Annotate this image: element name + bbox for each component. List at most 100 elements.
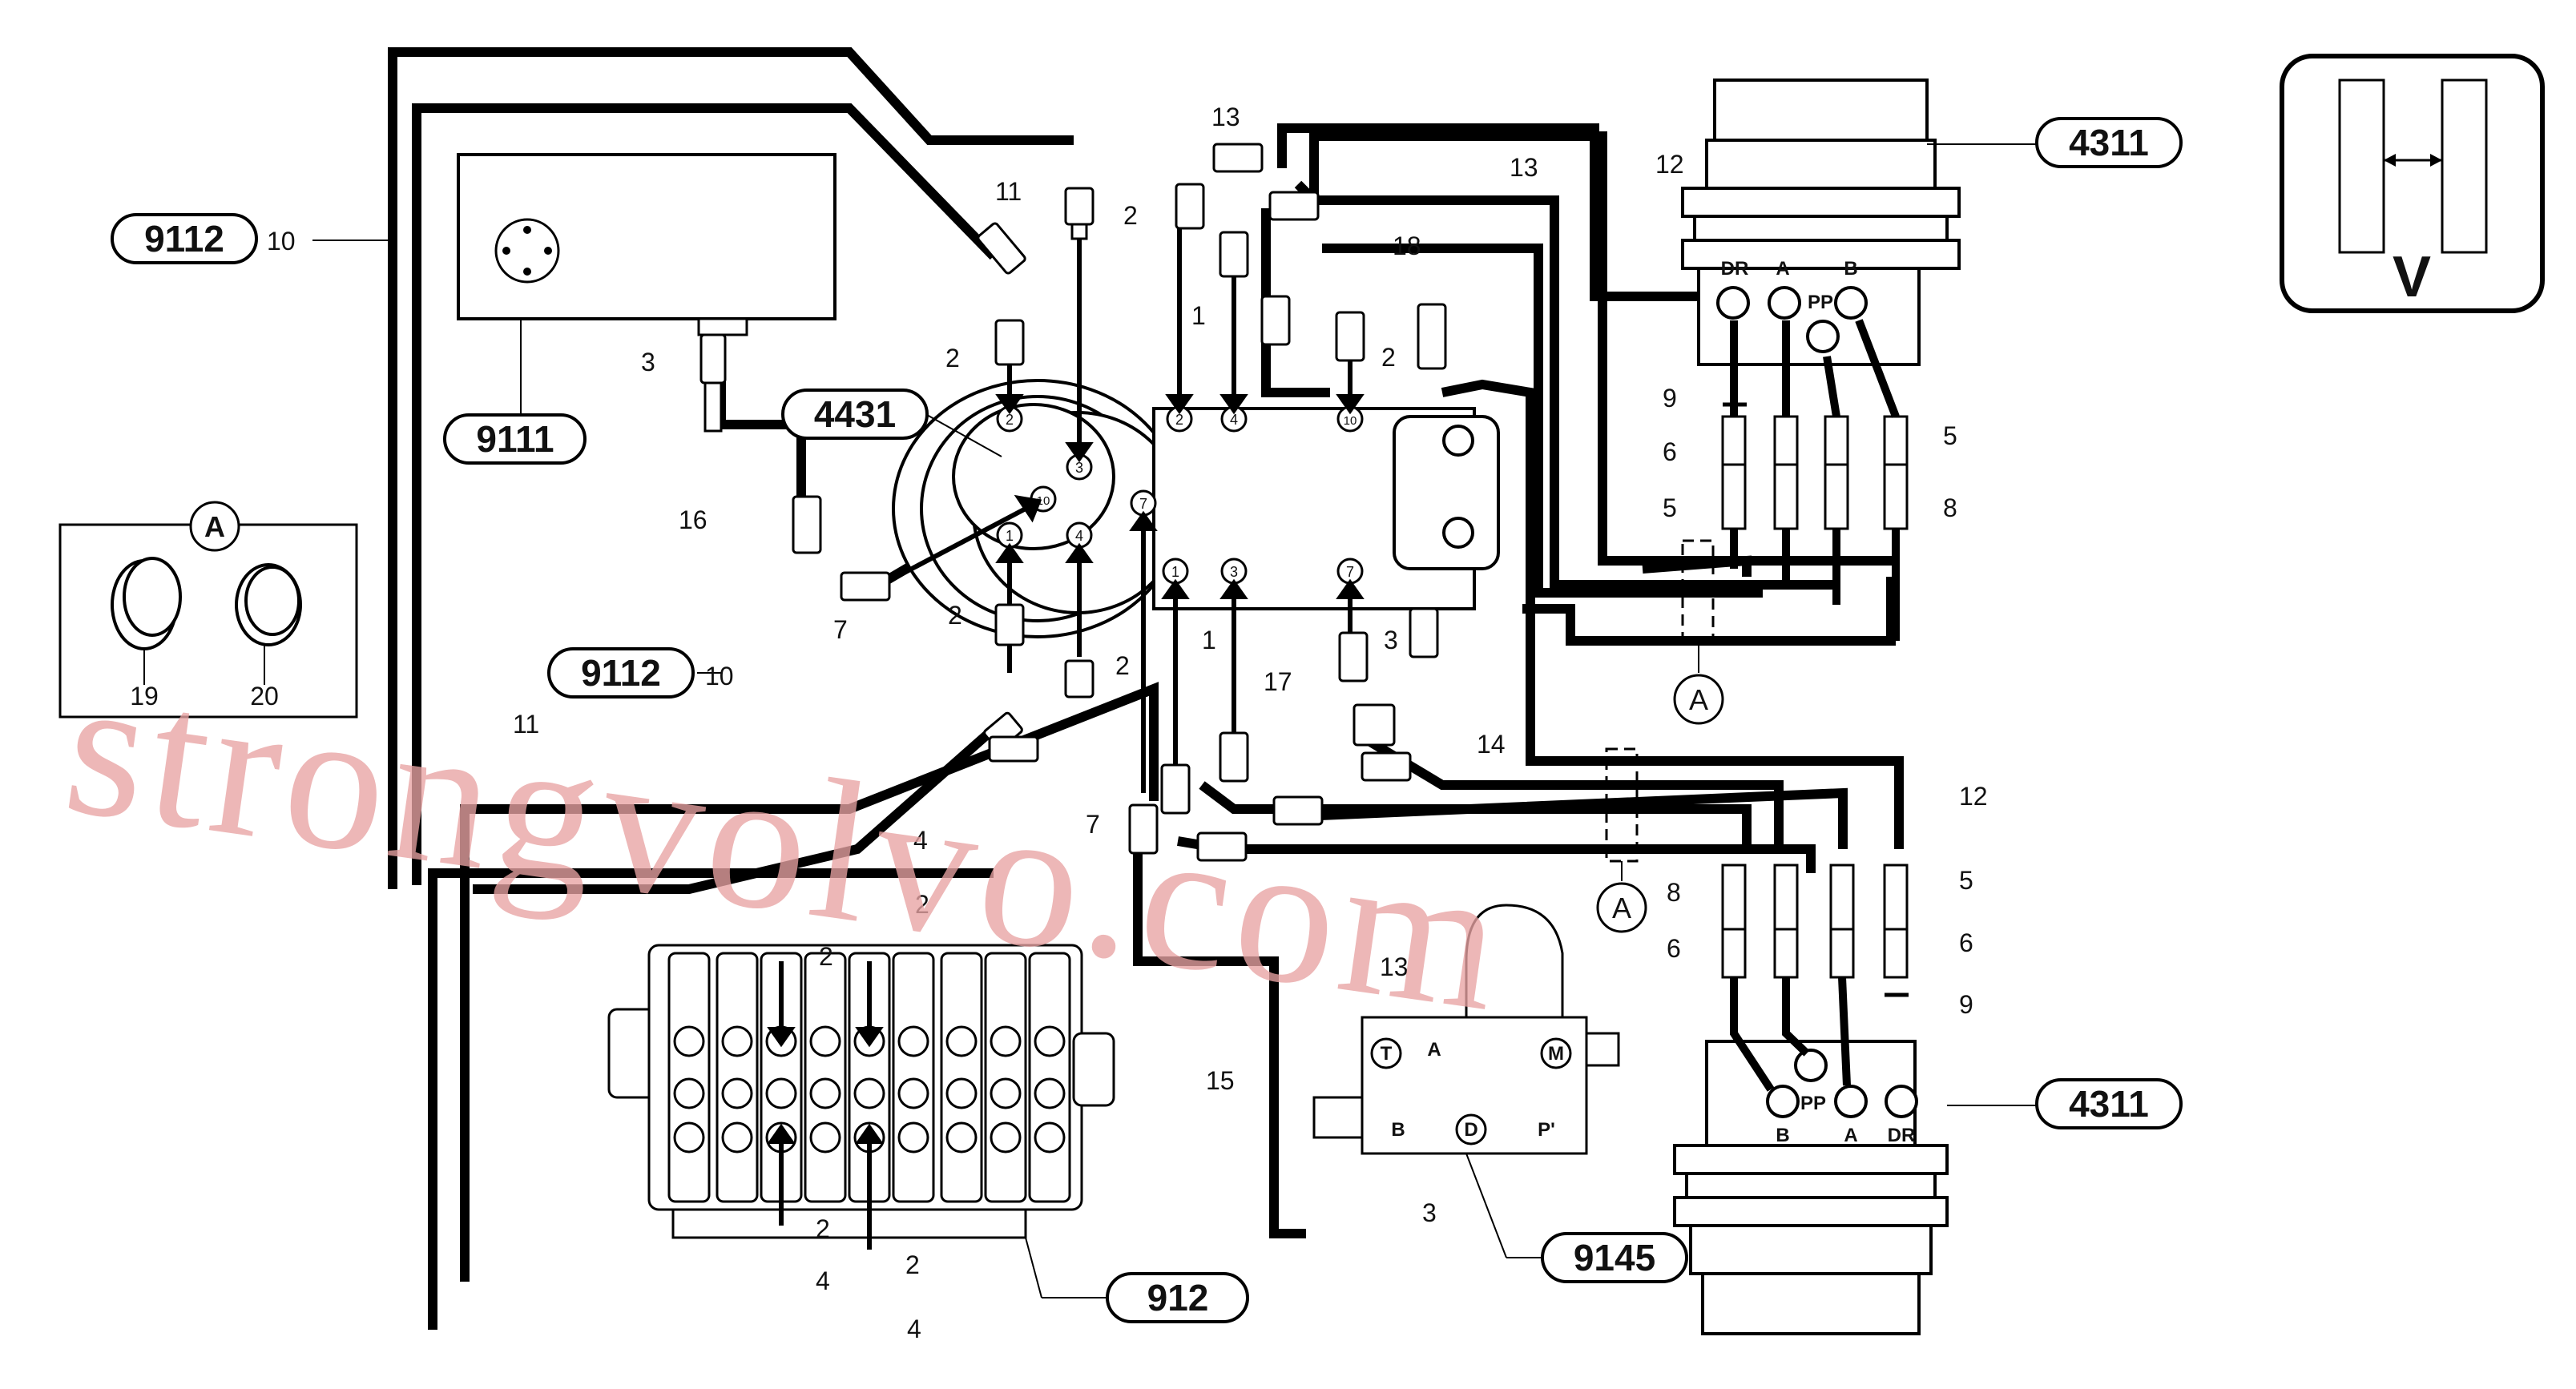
callout-912: 912 bbox=[1147, 1277, 1209, 1319]
num-6-b: 6 bbox=[1667, 934, 1681, 963]
num-12-b: 12 bbox=[1959, 782, 1988, 811]
valve-spool bbox=[984, 952, 1027, 1203]
valve-spool bbox=[804, 952, 847, 1203]
valve-port bbox=[945, 1025, 978, 1057]
num-6-c: 6 bbox=[1959, 928, 1973, 957]
num-13-b: 13 bbox=[1510, 153, 1538, 182]
valve-spools bbox=[667, 952, 1071, 1203]
num-8-b: 8 bbox=[1667, 878, 1681, 907]
num-2-g: 2 bbox=[915, 890, 929, 919]
detail-a-box: A 19 20 bbox=[58, 501, 358, 719]
valve-spool bbox=[892, 952, 935, 1203]
num-10-top: 10 bbox=[267, 227, 296, 256]
num-13-c: 13 bbox=[1380, 952, 1409, 981]
num-8-a: 8 bbox=[1943, 493, 1957, 522]
num-16: 16 bbox=[679, 505, 707, 534]
svg-text:7: 7 bbox=[1139, 496, 1147, 512]
valve-port bbox=[897, 1077, 929, 1109]
callout-9112-top: 9112 bbox=[144, 218, 224, 260]
num-2-i: 2 bbox=[905, 1250, 920, 1279]
num-10-mid: 10 bbox=[705, 662, 734, 690]
num-3-a: 3 bbox=[641, 348, 655, 376]
num-2-a: 2 bbox=[1123, 201, 1138, 230]
svg-text:3: 3 bbox=[1230, 564, 1238, 580]
num-2-c: 2 bbox=[1381, 343, 1396, 372]
port-b: B bbox=[1844, 258, 1857, 280]
valve-port bbox=[853, 1077, 885, 1109]
swivel-ports: 2 3 10 1 4 7 2 4 10 1 3 7 bbox=[996, 405, 1364, 585]
num-5-b: 5 bbox=[1663, 493, 1677, 522]
svg-text:10: 10 bbox=[1344, 414, 1357, 428]
valve-port bbox=[765, 1077, 797, 1109]
valve-port bbox=[809, 1025, 841, 1057]
port-t: T bbox=[1381, 1043, 1393, 1065]
valve-port bbox=[945, 1077, 978, 1109]
num-11-top: 11 bbox=[995, 177, 1022, 206]
view-label: V bbox=[2393, 245, 2431, 309]
valve-spool bbox=[716, 952, 759, 1203]
num-13-a: 13 bbox=[1211, 103, 1240, 131]
svg-text:10: 10 bbox=[1037, 494, 1050, 508]
num-15: 15 bbox=[1206, 1066, 1235, 1095]
num-17: 17 bbox=[1264, 667, 1292, 696]
callout-9111: 9111 bbox=[476, 418, 554, 460]
svg-text:1: 1 bbox=[1006, 528, 1014, 544]
svg-text:7: 7 bbox=[1346, 564, 1354, 580]
section-a-top: A bbox=[1689, 683, 1708, 716]
item-20: 20 bbox=[250, 682, 279, 711]
svg-text:2: 2 bbox=[1175, 412, 1183, 428]
callouts: 9112 9111 4431 9112 4311 4311 912 9145 bbox=[111, 117, 2183, 1323]
motor-top-lines bbox=[1730, 319, 1900, 641]
valve-port bbox=[897, 1121, 929, 1153]
fittings bbox=[699, 143, 1447, 862]
valve-port bbox=[990, 1077, 1022, 1109]
num-9-a: 9 bbox=[1663, 384, 1677, 413]
motor-bottom-hoses bbox=[1721, 864, 1909, 997]
num-5-a: 5 bbox=[1943, 421, 1957, 450]
valve-port bbox=[721, 1025, 753, 1057]
svg-text:4: 4 bbox=[1075, 528, 1083, 544]
port-dr: DR bbox=[1721, 258, 1749, 280]
port-b-valve: B bbox=[1391, 1119, 1405, 1141]
svg-text:2: 2 bbox=[1006, 412, 1014, 428]
svg-text:3: 3 bbox=[1075, 460, 1083, 476]
valve-port bbox=[721, 1077, 753, 1109]
num-14: 14 bbox=[1477, 730, 1506, 759]
port-d: D bbox=[1464, 1119, 1477, 1141]
port-a: A bbox=[1776, 258, 1789, 280]
motor-bottom-lines bbox=[1730, 976, 1851, 1092]
swivel-port-4b: 4 bbox=[1220, 405, 1248, 433]
leader-lines bbox=[312, 143, 2037, 1298]
num-7-a: 7 bbox=[833, 615, 848, 644]
view-indicator: V bbox=[2280, 54, 2545, 313]
callout-9112-mid: 9112 bbox=[581, 652, 661, 694]
valve-port bbox=[945, 1121, 978, 1153]
svg-text:1: 1 bbox=[1171, 564, 1179, 580]
num-11-mid: 11 bbox=[513, 710, 539, 739]
num-2-d: 2 bbox=[948, 601, 962, 630]
callout-4311-top: 4311 bbox=[2069, 122, 2149, 163]
port-a-bottom: A bbox=[1844, 1125, 1857, 1146]
valve-port bbox=[897, 1025, 929, 1057]
motor-top-ports: DR A B PP bbox=[1716, 258, 1868, 353]
num-5-c: 5 bbox=[1959, 866, 1973, 895]
port-pp-bottom: PP bbox=[1800, 1093, 1826, 1114]
num-9-b: 9 bbox=[1959, 990, 1973, 1019]
item-19: 19 bbox=[130, 682, 159, 711]
num-7-b: 7 bbox=[1086, 810, 1100, 839]
callout-9145: 9145 bbox=[1574, 1237, 1655, 1278]
hydraulic-tank-9111 bbox=[457, 153, 836, 336]
callout-4311-bottom: 4311 bbox=[2069, 1083, 2149, 1125]
detail-a-title: A bbox=[204, 510, 225, 543]
valve-port bbox=[721, 1121, 753, 1153]
valve-port bbox=[1034, 1077, 1066, 1109]
motor-bottom-ports: B PP A DR bbox=[1766, 1049, 1918, 1146]
section-markers: A A bbox=[1596, 539, 1724, 933]
num-12-a: 12 bbox=[1655, 150, 1684, 179]
hose-clamp-19 bbox=[111, 557, 182, 650]
port-b-bottom: B bbox=[1776, 1125, 1789, 1146]
port-dr-bottom: DR bbox=[1888, 1125, 1916, 1146]
port-a-valve: A bbox=[1427, 1039, 1441, 1061]
callout-4431: 4431 bbox=[814, 393, 896, 435]
